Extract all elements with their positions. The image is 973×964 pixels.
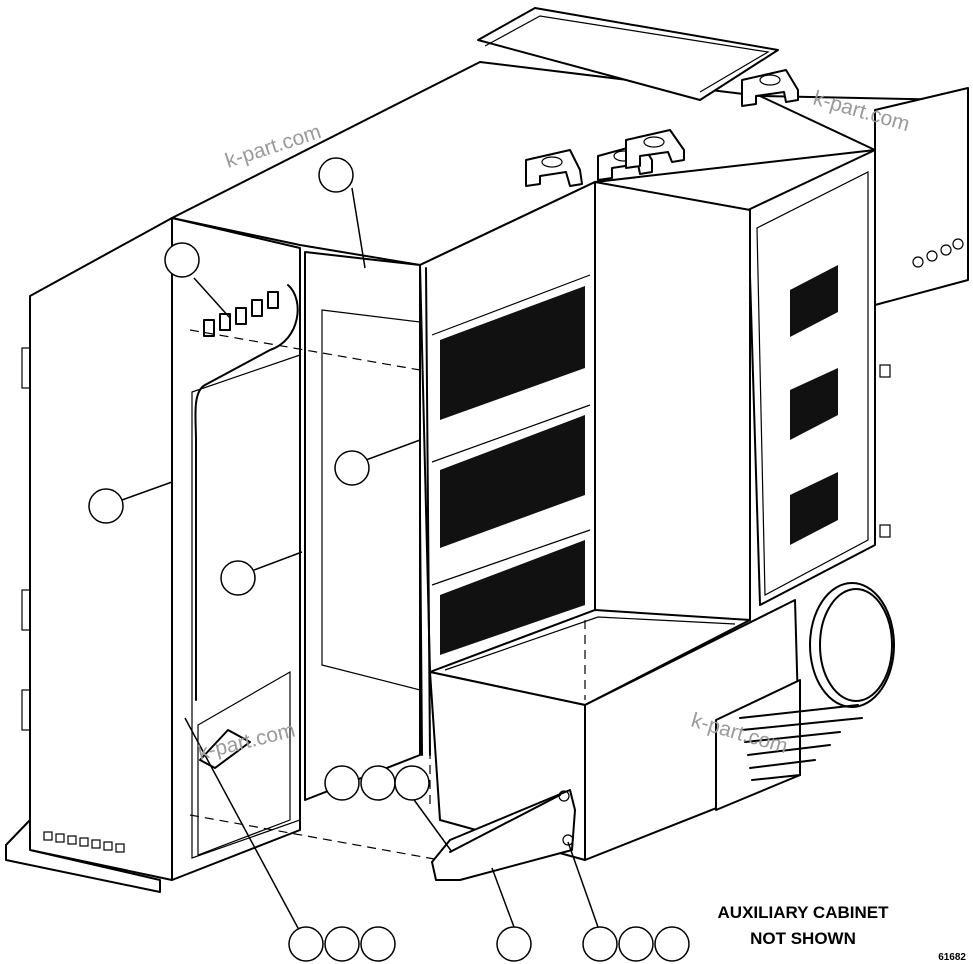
- cable-glands: [739, 704, 863, 781]
- callout-leader: [253, 551, 303, 571]
- callout-balloon: [324, 926, 360, 962]
- connector-row: [203, 291, 279, 337]
- callout-balloon: [394, 765, 430, 801]
- callout-leader: [365, 439, 421, 461]
- callout-balloon: [496, 926, 532, 962]
- note-line-1: AUXILIARY CABINET: [718, 903, 890, 922]
- rear-cabinet: [747, 87, 969, 606]
- callout-balloon: [318, 157, 354, 193]
- note-line-2: NOT SHOWN: [750, 929, 856, 948]
- callout-leader: [193, 277, 231, 319]
- cable-entry: [715, 582, 895, 811]
- callout-balloon: [582, 926, 618, 962]
- callout-balloon: [618, 926, 654, 962]
- base-feet: [43, 831, 125, 853]
- callout-balloon: [360, 926, 396, 962]
- rear-wall: [189, 251, 586, 861]
- callout-balloon: [334, 450, 370, 486]
- callout-leader: [184, 717, 299, 929]
- center-cabinet: [417, 181, 751, 756]
- callout-leader: [411, 796, 453, 853]
- figure-number: 61682: [938, 952, 966, 963]
- callout-balloon: [164, 242, 200, 278]
- callout-balloon: [220, 560, 256, 596]
- callout-leader: [121, 481, 173, 501]
- callout-balloon: [324, 765, 360, 801]
- callouts: [88, 157, 690, 962]
- callout-balloon: [654, 926, 690, 962]
- callout-leader: [351, 187, 366, 269]
- roof-panel: [171, 7, 961, 301]
- callout-balloon: [88, 488, 124, 524]
- callout-balloon: [360, 765, 396, 801]
- lifting-arm: [431, 789, 576, 881]
- callout-leader: [491, 867, 515, 928]
- callout-leader: [567, 841, 599, 928]
- callout-balloon: [288, 926, 324, 962]
- left-cabinet: [5, 217, 301, 893]
